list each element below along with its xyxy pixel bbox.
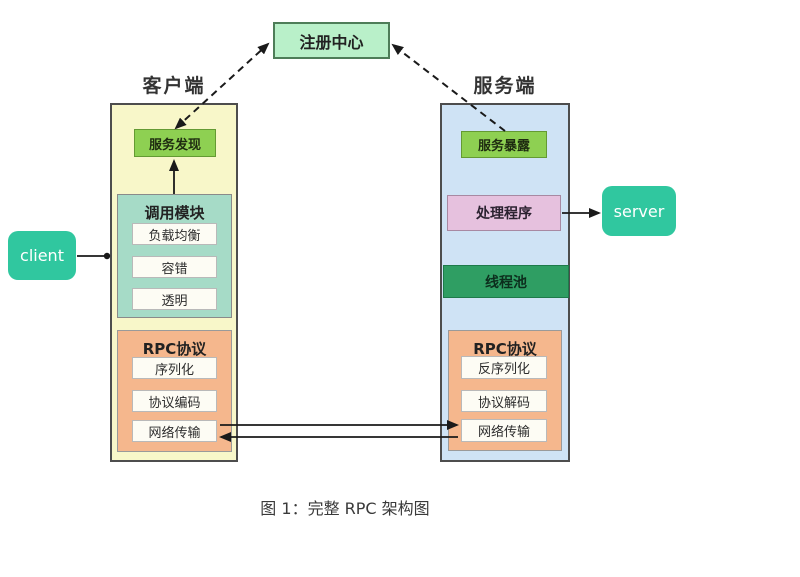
protocol-decode-item: 协议解码 xyxy=(461,390,547,412)
registry-center-label: 注册中心 xyxy=(299,32,364,52)
thread-pool-box: 线程池 xyxy=(443,265,569,298)
registry-center-box: 注册中心 xyxy=(273,22,390,59)
network-transport-client-item: 网络传输 xyxy=(132,420,217,442)
client-pill: client xyxy=(8,231,76,280)
rpc-protocol-client-title: RPC协议 xyxy=(142,339,207,358)
fault-tolerance-item: 容错 xyxy=(132,256,217,278)
transparency-item: 透明 xyxy=(132,288,217,310)
server-side-header: 服务端 xyxy=(473,74,537,97)
serialization-item: 序列化 xyxy=(132,357,217,379)
service-expose-box: 服务暴露 xyxy=(461,131,547,158)
deserialization-item: 反序列化 xyxy=(461,356,547,379)
protocol-encode-item: 协议编码 xyxy=(132,390,217,412)
client-side-header: 客户端 xyxy=(142,74,206,97)
service-discovery-box: 服务发现 xyxy=(134,129,216,157)
diagram-caption: 图 1：完整 RPC 架构图 xyxy=(260,499,430,518)
server-pill: server xyxy=(602,186,676,236)
handler-box: 处理程序 xyxy=(447,195,561,231)
load-balance-item: 负载均衡 xyxy=(132,223,217,245)
rpc-protocol-server-title: RPC协议 xyxy=(473,339,537,358)
call-module-title: 调用模块 xyxy=(144,203,205,222)
network-transport-server-item: 网络传输 xyxy=(461,419,547,442)
